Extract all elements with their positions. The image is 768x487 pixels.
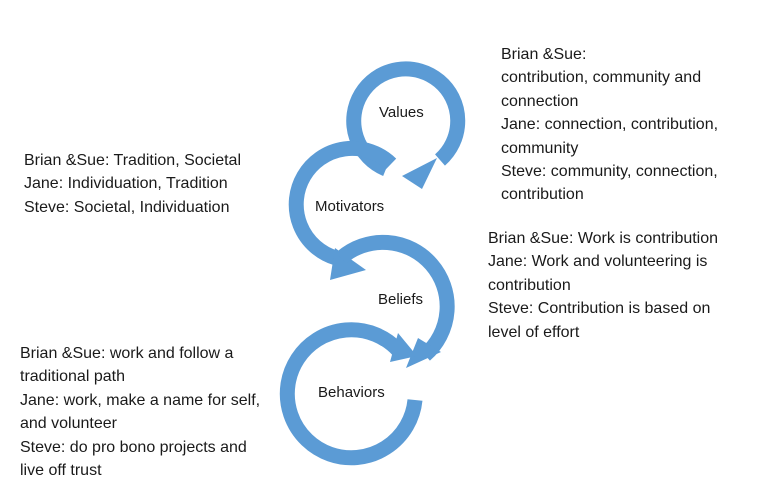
motivators-ring	[288, 140, 397, 266]
note-line: contribution	[488, 276, 571, 294]
beliefs-ring	[336, 234, 455, 361]
note-line: contribution, community and	[501, 69, 702, 87]
note-line: Brian &Sue: work and follow a	[20, 345, 234, 362]
stage-label-values: Values	[379, 104, 424, 121]
values-ring	[346, 61, 466, 176]
behaviors-notes: Brian &Sue: work and follow a traditiona…	[20, 342, 260, 482]
note-line: Jane: Individuation, Tradition	[24, 175, 228, 193]
behaviors-ring	[279, 322, 423, 466]
note-line: Steve: do pro bono projects and	[20, 438, 247, 456]
note-line: contribution	[501, 186, 584, 204]
stage-label-behaviors: Behaviors	[318, 384, 385, 401]
motivators-notes: Brian &Sue: Tradition, Societal Jane: In…	[24, 149, 241, 219]
note-line: Jane: work, make a name for self,	[20, 391, 261, 409]
note-line: community	[501, 139, 579, 157]
note-line: live off trust	[20, 462, 102, 480]
beliefs-notes: Brian &Sue: Work is contribution Jane: W…	[488, 227, 718, 344]
note-line: connection	[501, 92, 579, 110]
note-line: level of effort	[488, 323, 580, 341]
note-line: Brian &Sue:	[501, 46, 587, 63]
stage-label-motivators: Motivators	[315, 198, 385, 215]
note-line: Jane: connection, contribution,	[501, 116, 719, 134]
values-notes: Brian &Sue: contribution, community and …	[501, 43, 718, 207]
note-line: Brian &Sue: Work is contribution	[488, 230, 719, 247]
note-line: Steve: community, connection,	[501, 163, 718, 181]
motivators-arrowhead	[330, 248, 366, 280]
note-line: traditional path	[20, 368, 125, 386]
values-arrowhead	[402, 158, 437, 189]
note-line: Brian &Sue: Tradition, Societal	[24, 152, 242, 169]
behaviors-arrowhead	[390, 333, 417, 362]
note-line: Steve: Societal, Individuation	[24, 198, 230, 216]
note-line: and volunteer	[20, 415, 117, 433]
stage-label-beliefs: Beliefs	[378, 291, 424, 308]
note-line: Steve: Contribution is based on	[488, 300, 711, 318]
beliefs-arrowhead	[406, 338, 441, 368]
note-line: Jane: Work and volunteering is	[488, 253, 708, 271]
